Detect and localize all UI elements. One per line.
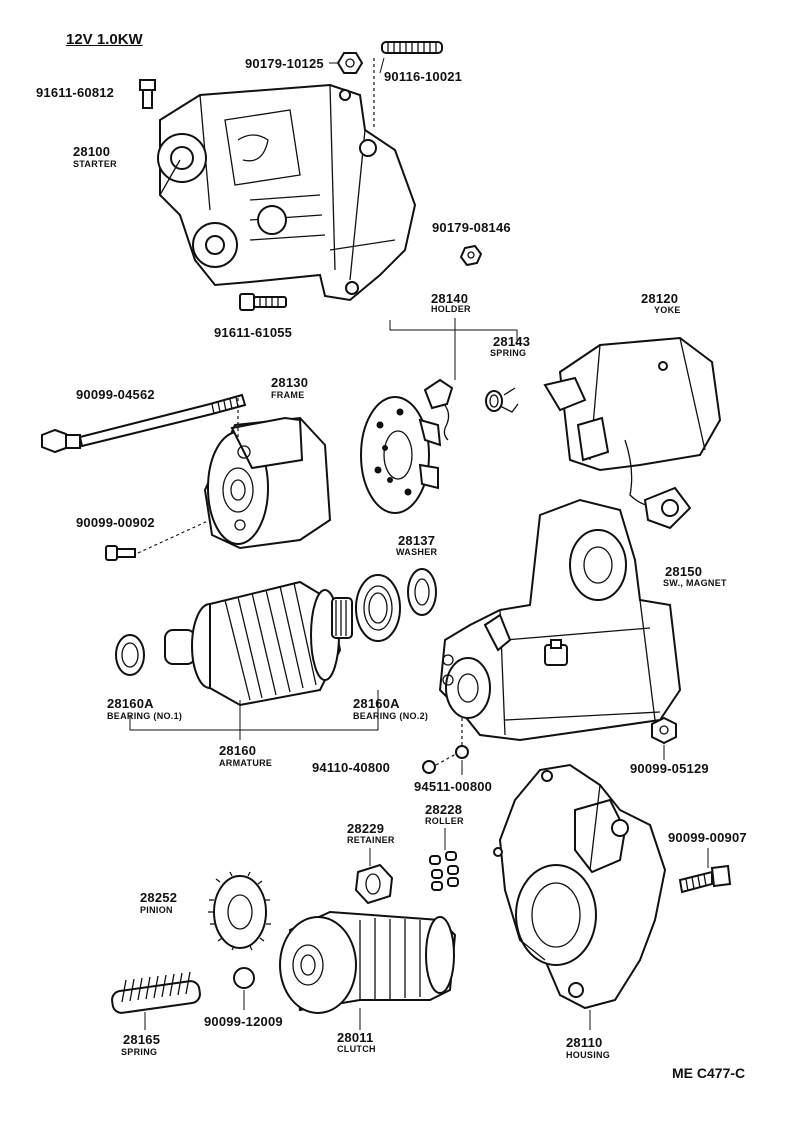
part-name-spring-pinion: SPRING [121, 1047, 158, 1057]
bearing2-drawing [355, 574, 401, 642]
part-name-housing: HOUSING [566, 1050, 611, 1060]
armature-drawing [164, 580, 353, 707]
retainer-drawing [354, 863, 394, 905]
bolt-housing-drawing [678, 864, 732, 894]
clutch-drawing [279, 910, 457, 1014]
spring-pinion-drawing [111, 971, 201, 1014]
part-number-spring-brush: 28143 [493, 334, 531, 349]
part-number-washer-94511: 94511-00800 [414, 779, 493, 794]
starter-assembly-drawing [157, 83, 417, 302]
stud-top-drawing [381, 41, 443, 54]
part-number-armature: 28160 [219, 743, 257, 758]
part-name-bearing1: BEARING (NO.1) [107, 711, 183, 721]
part-name-spring-brush: SPRING [490, 348, 527, 358]
part-number-starter: 28100 [73, 144, 111, 159]
pinion-drawing [208, 871, 271, 951]
part-number-bolt-top: 91611-60812 [36, 85, 115, 100]
part-name-armature: ARMATURE [219, 758, 273, 768]
nut-top-drawing [336, 52, 364, 74]
part-name-pinion: PINION [140, 905, 173, 915]
part-number-holder: 28140 [431, 291, 469, 306]
part-number-nut-small: 90179-08146 [432, 220, 511, 235]
diagram-title: 12V 1.0KW [66, 31, 143, 48]
part-number-yoke: 28120 [641, 291, 679, 306]
part-number-nut-94110: 94110-40800 [312, 760, 391, 775]
switch-magnet-drawing [438, 498, 682, 742]
part-name-roller: ROLLER [425, 816, 464, 826]
part-number-through-bolt: 90099-04562 [76, 387, 155, 402]
roller-drawing [429, 851, 459, 891]
part-name-holder: HOLDER [431, 304, 471, 314]
part-number-nut-top: 90179-10125 [245, 56, 324, 71]
nut-small-drawing [459, 244, 483, 267]
part-number-bearing2: 28160A [353, 696, 400, 711]
yoke-drawing [543, 336, 722, 530]
part-name-retainer: RETAINER [347, 835, 395, 845]
part-number-retainer: 28229 [347, 821, 385, 836]
part-name-bearing2: BEARING (NO.2) [353, 711, 429, 721]
part-number-spring-pinion: 28165 [123, 1032, 161, 1047]
part-number-bolt-bottom: 91611-61055 [214, 325, 293, 340]
screw-frame-drawing [105, 545, 136, 561]
part-number-roller: 28228 [425, 802, 463, 817]
part-name-yoke: YOKE [654, 305, 681, 315]
part-number-pinion: 28252 [140, 890, 178, 905]
part-number-housing: 28110 [566, 1035, 603, 1050]
nut-magnet-drawing [651, 716, 677, 745]
through-bolt-drawing [41, 393, 247, 454]
part-number-frame: 28130 [271, 375, 309, 390]
nut-94110-drawing [422, 760, 436, 774]
holder-drawing [360, 378, 454, 514]
part-number-ball: 90099-12009 [204, 1014, 283, 1029]
diagram-code: ME C477-C [672, 1065, 746, 1081]
part-number-bolt-housing: 90099-00907 [668, 830, 747, 845]
part-number-stud-top: 90116-10021 [384, 69, 463, 84]
spring-brush-drawing [485, 387, 519, 413]
housing-drawing [493, 763, 667, 1010]
part-number-switch-magnet: 28150 [665, 564, 703, 579]
frame-drawing [203, 398, 332, 550]
part-name-switch-magnet: SW., MAGNET [663, 578, 727, 588]
part-name-frame: FRAME [271, 390, 305, 400]
part-name-washer: WASHER [396, 547, 438, 557]
bolt-top-drawing [139, 79, 156, 109]
bearing1-drawing [115, 634, 145, 676]
washer-94511-drawing [455, 745, 469, 759]
part-number-washer: 28137 [398, 533, 436, 548]
part-number-screw-frame: 90099-00902 [76, 515, 155, 530]
part-name-starter: STARTER [73, 159, 117, 169]
bolt-bottom-drawing [239, 293, 287, 311]
washer-drawing [407, 568, 437, 616]
part-number-clutch: 28011 [337, 1030, 374, 1045]
part-number-nut-magnet: 90099-05129 [630, 761, 709, 776]
part-name-clutch: CLUTCH [337, 1044, 376, 1054]
part-number-bearing1: 28160A [107, 696, 154, 711]
ball-drawing [233, 967, 255, 989]
